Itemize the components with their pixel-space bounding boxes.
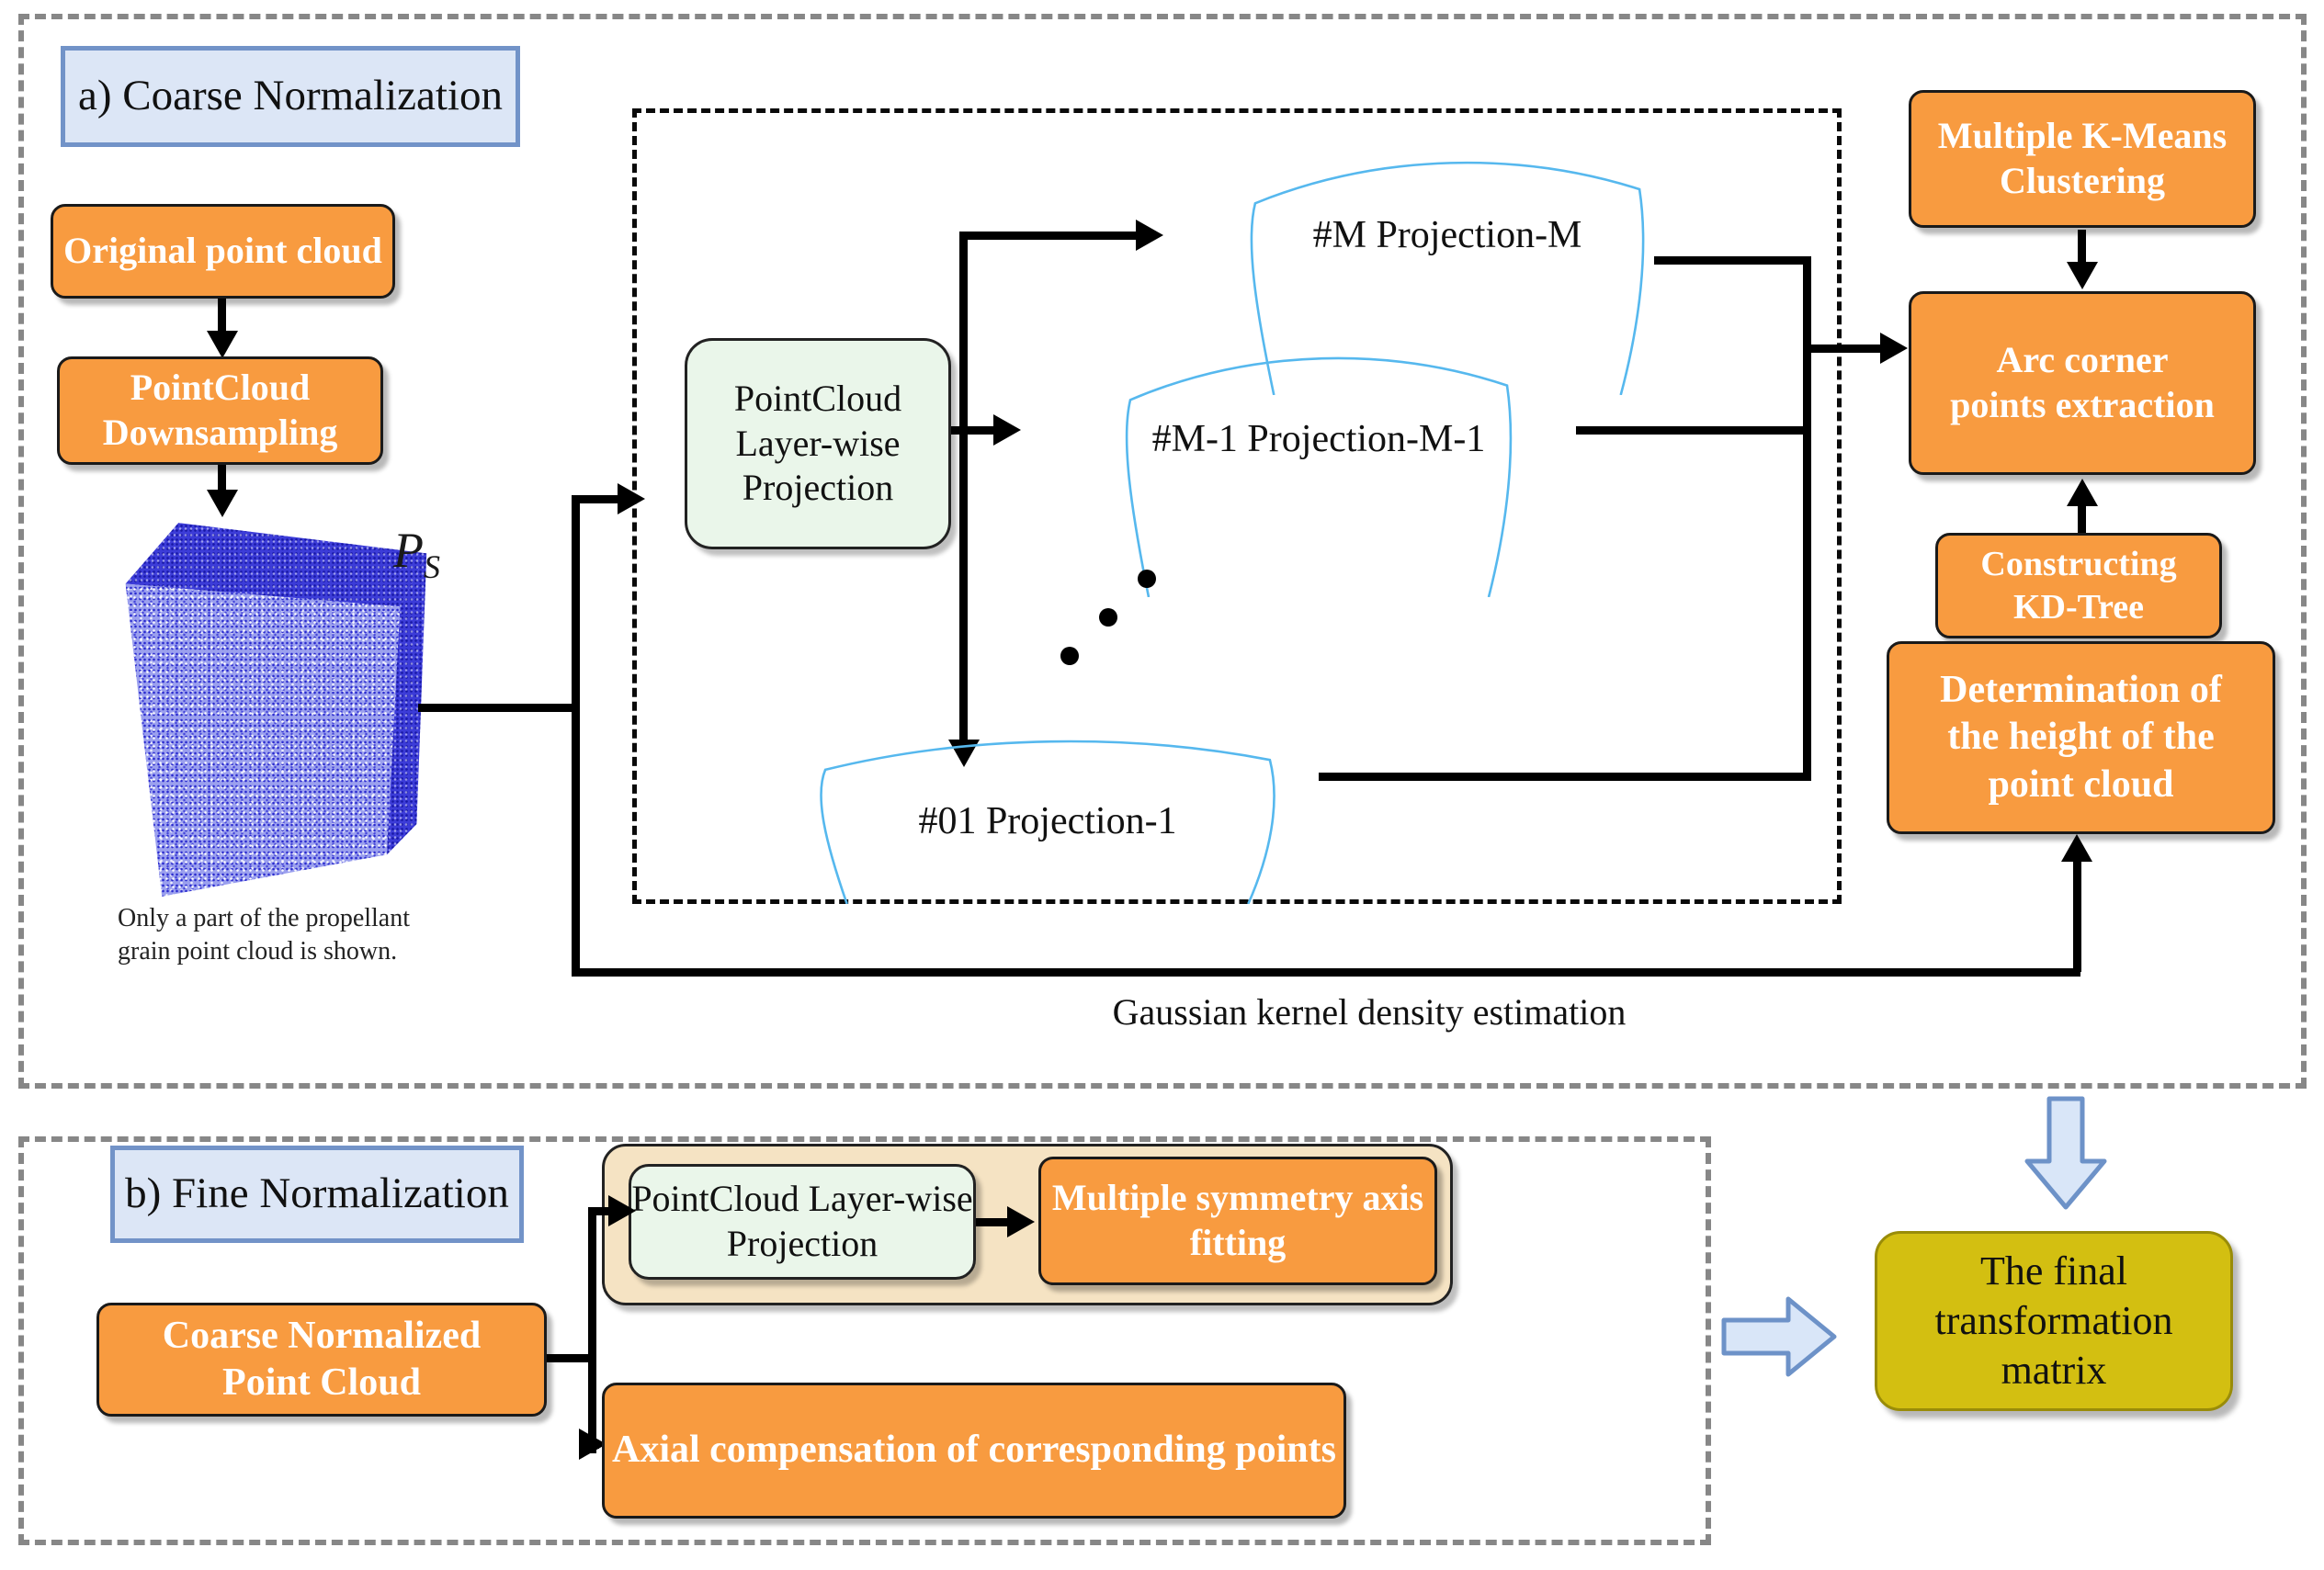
arrow-kmeans-to-arccorner-head <box>2067 262 2098 289</box>
axial-compensation-box: Axial compensation of corresponding poin… <box>602 1383 1346 1519</box>
ps-symbol: PS <box>393 522 440 586</box>
projection-1-arc: #01 Projection-1 <box>777 724 1319 904</box>
to-projection-1-arrowhead <box>948 740 980 767</box>
projection-bus-left <box>959 232 968 742</box>
arrow-downsampling-to-cloud-shaft <box>218 465 226 492</box>
ellipsis-dot-3 <box>1060 647 1079 665</box>
to-container-arrowhead <box>608 1195 636 1226</box>
to-projection-m-arrowhead <box>1136 220 1163 251</box>
to-container-line <box>596 1207 611 1215</box>
ellipsis-dot-1 <box>1138 570 1156 588</box>
layerwise-projection-box: PointCloud Layer-wise Projection <box>685 338 951 549</box>
to-arc-corner-line <box>1811 344 1883 353</box>
original-point-cloud-box: Original point cloud <box>51 204 395 299</box>
symmetry-fitting-box: Multiple symmetry axis fitting <box>1038 1157 1437 1285</box>
arrow-downsampling-to-cloud-head <box>207 490 238 517</box>
arrow-kdtree-to-arccorner-head <box>2067 479 2098 506</box>
arrow-kmeans-to-arccorner-shaft <box>2078 230 2086 265</box>
coarse-normalized-out-line <box>547 1354 596 1362</box>
arrow-original-to-downsampling-shaft <box>218 299 226 333</box>
projection-m1-label: #M-1 Projection-M-1 <box>1151 418 1486 460</box>
coarse-section-label: a) Coarse Normalization <box>61 46 520 147</box>
height-determination-box: Determination of the height of the point… <box>1887 641 2275 834</box>
projection-1-label: #01 Projection-1 <box>918 800 1177 842</box>
projection-m1-arc: #M-1 Projection-M-1 <box>1089 333 1548 597</box>
ps-symbol-sub: S <box>424 548 440 585</box>
downsampling-box: PointCloud Downsampling <box>57 356 383 465</box>
projection-1-arc-shape <box>777 724 1319 904</box>
to-determination-arrowhead <box>2061 834 2092 862</box>
coarse-normalized-box: Coarse Normalized Point Cloud <box>96 1303 547 1417</box>
fine-section-label: b) Fine Normalization <box>110 1146 524 1243</box>
fine-section-frame <box>18 1136 1711 1545</box>
fine-split-vline <box>588 1207 596 1453</box>
gaussian-label: Gaussian kernel density estimation <box>1112 991 1627 1033</box>
cloud-split-vline <box>572 495 580 977</box>
arrow-original-to-downsampling-head <box>207 331 238 358</box>
projection-m1-arc-shape <box>1089 333 1548 597</box>
to-projection-arrowhead <box>618 483 645 514</box>
cloud-out-line <box>418 704 580 712</box>
block-arrow-down-icon <box>2024 1096 2107 1210</box>
gaussian-bottom-line <box>572 968 2080 977</box>
ps-symbol-main: P <box>393 523 424 578</box>
to-determination-vline <box>2073 860 2081 972</box>
to-projection-line <box>580 495 620 503</box>
to-arc-corner-arrowhead <box>1880 333 1908 364</box>
block-arrow-right-icon <box>1721 1296 1837 1377</box>
point-cloud-image <box>106 519 436 900</box>
final-matrix-box: The final transformation matrix <box>1875 1231 2233 1411</box>
to-projection-m1-line <box>951 426 997 435</box>
ellipsis-dot-2 <box>1099 608 1117 627</box>
point-cloud-front-face <box>125 583 401 897</box>
to-projection-m-line <box>959 232 1139 240</box>
point-cloud-caption: Only a part of the propellant grain poin… <box>118 904 411 966</box>
projection-m-arc: #M Projection-M <box>1213 138 1682 395</box>
kmeans-box: Multiple K-Means Clustering <box>1909 90 2256 228</box>
fine-layerwise-projection-box: PointCloud Layer-wise Projection <box>629 1164 976 1280</box>
projection-bus-right <box>1803 256 1811 781</box>
arrow-projection-to-fitting-shaft <box>976 1218 1011 1226</box>
kdtree-box: Constructing KD-Tree <box>1935 533 2222 638</box>
arc-corner-box: Arc corner points extraction <box>1909 291 2256 475</box>
projection-m1-out-line <box>1576 426 1811 435</box>
projection-m-arc-shape <box>1213 138 1682 395</box>
arrow-kdtree-to-arccorner-shaft <box>2078 504 2086 535</box>
arrow-projection-to-fitting-head <box>1007 1206 1035 1237</box>
to-projection-m1-arrowhead <box>993 414 1021 446</box>
coarse-section-frame <box>18 14 2307 1089</box>
projection-1-out-line <box>1319 773 1811 781</box>
projection-m-label: #M Projection-M <box>1312 214 1582 256</box>
projection-m-out-line <box>1654 256 1811 265</box>
